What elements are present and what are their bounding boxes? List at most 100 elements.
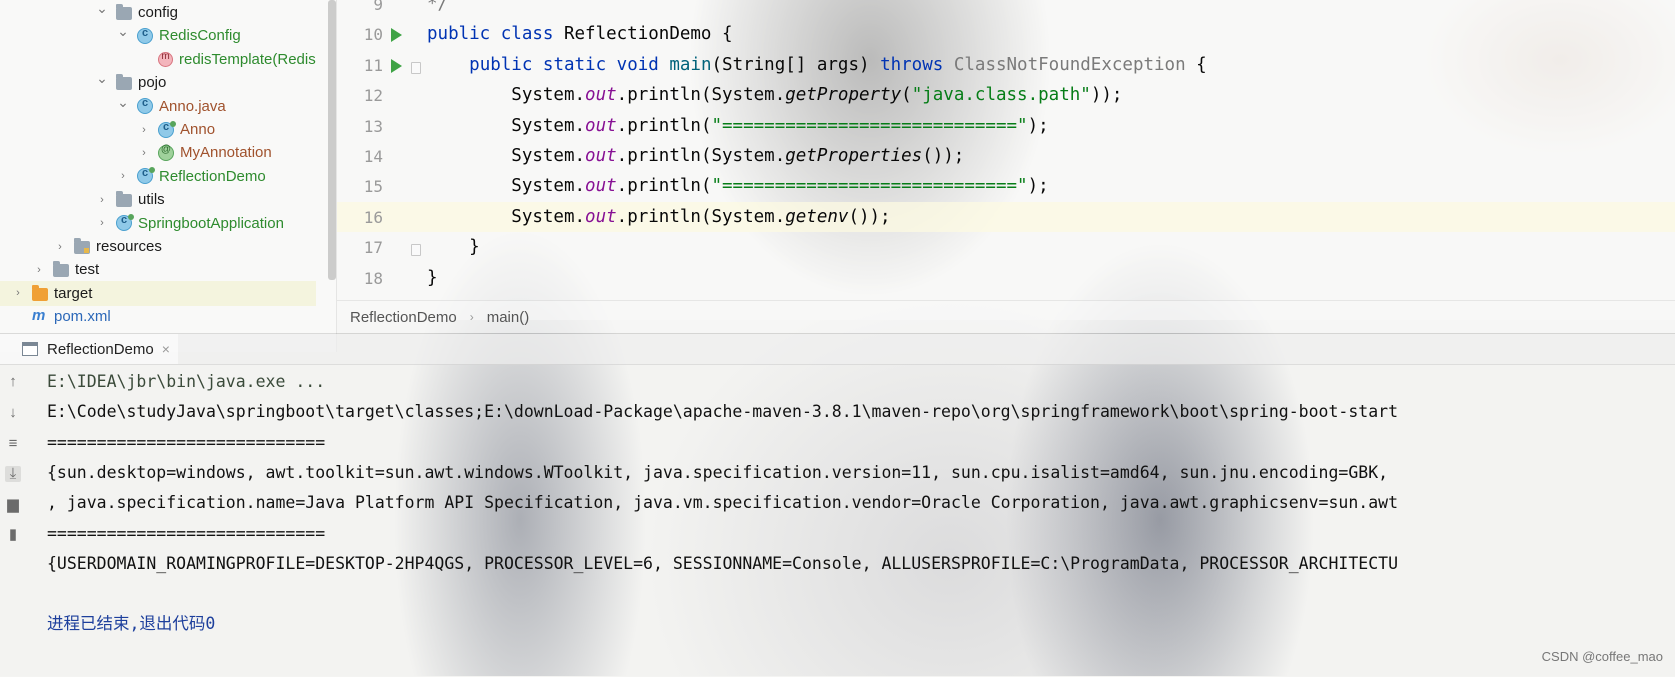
code-token: (String[] args) (711, 54, 881, 75)
line-number: 11 (363, 55, 383, 75)
class-icon (137, 167, 155, 185)
tree-scrollbar[interactable] (328, 0, 336, 280)
code-line[interactable]: public class ReflectionDemo { (427, 24, 733, 44)
chevron-right-icon[interactable]: › (100, 193, 104, 206)
tree-item[interactable]: › test (0, 257, 316, 282)
breadcrumb-file[interactable]: ReflectionDemo (350, 308, 457, 326)
trash-icon[interactable]: ▮ (8, 526, 18, 543)
tree-item[interactable]: › target (0, 280, 316, 306)
tree-item-label: test (75, 261, 100, 279)
tree-item-label: redisTemplate(Redis (179, 50, 316, 68)
tree-item-label: SpringbootApplication (138, 214, 284, 232)
tree-item[interactable]: ⌄ pojo (0, 70, 316, 95)
code-line[interactable]: System.out.println("====================… (427, 115, 1048, 136)
close-icon[interactable]: × (161, 341, 170, 357)
code-token: .println(System. (616, 85, 786, 106)
chevron-down-icon[interactable]: ⌄ (117, 23, 129, 40)
code-line[interactable]: } (427, 268, 438, 288)
run-gutter-icon[interactable] (391, 58, 402, 73)
run-gutter-icon[interactable] (391, 28, 402, 43)
code-token: out (585, 115, 617, 136)
code-token (427, 55, 469, 75)
tree-item-label: ReflectionDemo (159, 167, 266, 185)
arrow-up-icon[interactable]: ↑ (9, 373, 17, 390)
console-line: , java.specification.name=Java Platform … (47, 493, 1399, 513)
tree-item-label: config (138, 4, 179, 21)
line-number: 14 (363, 147, 383, 166)
tree-item[interactable]: ⌄ config (0, 0, 316, 25)
code-token: } (427, 237, 480, 258)
code-line[interactable]: public static void main(String[] args) t… (427, 55, 1207, 75)
tree-item-label: pom.xml (54, 308, 111, 326)
scroll-to-end-icon[interactable]: ⤓ (5, 466, 21, 482)
code-line[interactable]: System.out.println(System.getenv()); (427, 206, 891, 227)
console-line: E:\IDEA\jbr\bin\java.exe ... (47, 372, 326, 391)
tree-item[interactable]: ›Anno (0, 117, 316, 142)
run-tab-label: ReflectionDemo (47, 340, 154, 358)
fold-marker-icon[interactable] (411, 244, 421, 257)
chevron-right-icon[interactable]: › (142, 123, 146, 136)
console-icon (22, 342, 38, 356)
chevron-right-icon[interactable]: › (121, 170, 125, 183)
code-token: "============================" (711, 115, 1028, 136)
code-token: System. (427, 146, 586, 166)
folder-icon (116, 74, 132, 91)
tree-item[interactable]: › SpringbootApplication (0, 211, 316, 236)
breadcrumb: ReflectionDemo › main() (337, 300, 1675, 333)
line-number: 13 (363, 116, 383, 136)
line-number: 12 (363, 86, 383, 106)
line-number: 9 (373, 0, 383, 14)
breadcrumb-method[interactable]: main() (486, 308, 530, 326)
chevron-down-icon[interactable]: ⌄ (96, 70, 108, 87)
chevron-right-icon[interactable]: › (37, 263, 41, 276)
chevron-right-icon[interactable]: › (100, 217, 104, 230)
code-line[interactable]: System.out.println("====================… (427, 176, 1048, 196)
console-line: ============================ (47, 432, 326, 452)
code-line[interactable]: } (427, 237, 480, 257)
chevron-down-icon[interactable]: ⌄ (117, 93, 129, 110)
folder-icon (32, 284, 48, 301)
code-line[interactable]: */ (427, 0, 448, 14)
fold-marker-icon[interactable] (411, 61, 421, 74)
tree-item[interactable]: ›resources (0, 234, 316, 259)
tree-item[interactable]: redisTemplate(Redis (0, 47, 316, 72)
code-token: ()); (848, 206, 891, 227)
class-icon (116, 214, 134, 232)
tree-item[interactable]: › MyAnnotation (0, 140, 316, 165)
tree-item[interactable]: ⌄RedisConfig (0, 23, 316, 48)
folder-icon (53, 261, 69, 278)
watermark: CSDN @coffee_mao (1541, 649, 1663, 664)
class-icon (137, 97, 153, 115)
code-token: "java.class.path" (911, 85, 1091, 106)
class-icon (137, 27, 153, 44)
tree-item-label: MyAnnotation (180, 144, 272, 162)
tree-item-label: Anno.java (159, 97, 226, 115)
chevron-right-icon[interactable]: › (58, 240, 62, 253)
print-icon[interactable]: ▆ (7, 496, 19, 513)
tree-item[interactable]: ⌄ Anno.java (0, 94, 316, 119)
code-line[interactable]: System.out.println(System.getProperty("j… (427, 85, 1122, 105)
code-token: ClassNotFoundException (953, 54, 1186, 75)
arrow-down-icon[interactable]: ↓ (9, 404, 17, 421)
code-line[interactable]: System.out.println(System.getProperties(… (427, 146, 964, 166)
tree-item[interactable]: ›utils (0, 187, 316, 212)
tree-item-label: target (54, 284, 93, 302)
chevron-down-icon[interactable]: ⌄ (96, 0, 108, 16)
soft-wrap-icon[interactable]: ≡ (8, 435, 18, 452)
folder-icon (116, 4, 132, 20)
code-token: out (585, 85, 617, 106)
chevron-right-icon: › (469, 310, 474, 324)
tree-item-label: pojo (138, 74, 167, 92)
line-number: 15 (363, 177, 383, 197)
code-token: )); (1090, 85, 1123, 106)
run-tab-reflectiondemo[interactable]: ReflectionDemo × (0, 334, 178, 364)
resources-folder-icon (74, 238, 90, 254)
chevron-right-icon[interactable]: › (142, 146, 146, 159)
tree-item[interactable]: › ReflectionDemo (0, 164, 316, 189)
project-tree: ⌄ config ⌄RedisConfig redisTemplate(Redis ⌄ p… (0, 0, 337, 352)
chevron-right-icon[interactable]: › (16, 287, 20, 300)
method-icon (158, 51, 173, 67)
code-token: getenv (785, 206, 849, 227)
